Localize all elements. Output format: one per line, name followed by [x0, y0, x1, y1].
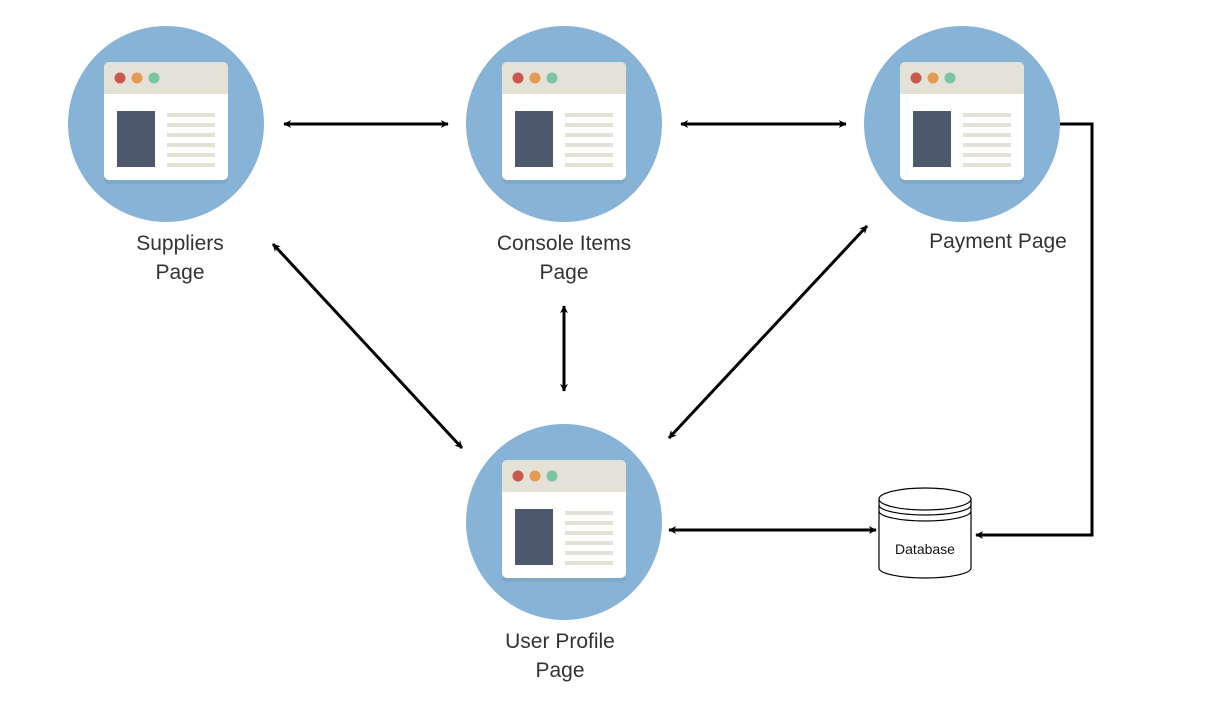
- node-label-profile: User Profile Page: [450, 627, 670, 685]
- text-line: [963, 143, 1011, 147]
- edge-suppliers-profile: [271, 242, 464, 450]
- text-line: [565, 521, 613, 525]
- minimize-dot-icon: [131, 72, 143, 84]
- text-line: [565, 153, 613, 157]
- database-label: Database: [895, 541, 955, 557]
- node-label-payment: Payment Page: [888, 227, 1108, 256]
- minimize-dot-icon: [529, 470, 541, 482]
- text-line: [963, 153, 1011, 157]
- text-line: [565, 113, 613, 117]
- text-line: [167, 153, 215, 157]
- sidebar-block: [913, 111, 951, 167]
- text-line: [565, 541, 613, 545]
- browser-window-icon: [864, 26, 1060, 222]
- label-line: Page: [155, 261, 205, 284]
- sidebar-block: [515, 509, 553, 565]
- close-dot-icon: [910, 72, 922, 84]
- node-database[interactable]: Database: [878, 487, 972, 579]
- node-profile[interactable]: [466, 424, 662, 620]
- text-line: [963, 133, 1011, 137]
- browser-window-icon: [466, 424, 662, 620]
- close-dot-icon: [512, 470, 524, 482]
- sidebar-block: [515, 111, 553, 167]
- text-line: [565, 511, 613, 515]
- text-line: [565, 531, 613, 535]
- text-line: [963, 163, 1011, 167]
- text-line: [565, 143, 613, 147]
- text-line: [565, 561, 613, 565]
- window-titlebar: [502, 460, 626, 492]
- text-line: [167, 113, 215, 117]
- database-ring: [878, 510, 972, 522]
- database-ring: [878, 504, 972, 516]
- text-line: [167, 163, 215, 167]
- text-line: [167, 143, 215, 147]
- maximize-dot-icon: [546, 72, 558, 84]
- text-line: [963, 123, 1011, 127]
- label-line: User Profile: [505, 630, 615, 653]
- window-titlebar: [502, 62, 626, 94]
- label-line: Page: [539, 261, 589, 284]
- minimize-dot-icon: [529, 72, 541, 84]
- database-icon: [878, 499, 972, 579]
- text-line: [565, 551, 613, 555]
- browser-window-icon: [68, 26, 264, 222]
- maximize-dot-icon: [944, 72, 956, 84]
- database-top: [878, 487, 972, 511]
- node-suppliers[interactable]: [68, 26, 264, 222]
- node-payment[interactable]: [864, 26, 1060, 222]
- label-line: Suppliers: [136, 232, 224, 255]
- text-line: [167, 133, 215, 137]
- edge-payment-profile: [667, 224, 869, 440]
- node-label-suppliers: Suppliers Page: [70, 229, 290, 287]
- node-console[interactable]: [466, 26, 662, 222]
- close-dot-icon: [114, 72, 126, 84]
- label-line: Payment Page: [929, 230, 1067, 253]
- window-titlebar: [104, 62, 228, 94]
- text-line: [565, 133, 613, 137]
- close-dot-icon: [512, 72, 524, 84]
- minimize-dot-icon: [927, 72, 939, 84]
- edge-payment-database: [975, 122, 1094, 539]
- text-line: [565, 123, 613, 127]
- node-label-console: Console Items Page: [454, 229, 674, 287]
- sidebar-block: [117, 111, 155, 167]
- maximize-dot-icon: [148, 72, 160, 84]
- browser-window-icon: [466, 26, 662, 222]
- label-line: Console Items: [496, 232, 632, 255]
- text-line: [167, 123, 215, 127]
- text-line: [565, 163, 613, 167]
- label-line: Page: [535, 659, 585, 682]
- text-line: [963, 113, 1011, 117]
- window-titlebar: [900, 62, 1024, 94]
- maximize-dot-icon: [546, 470, 558, 482]
- edges: [271, 120, 1094, 539]
